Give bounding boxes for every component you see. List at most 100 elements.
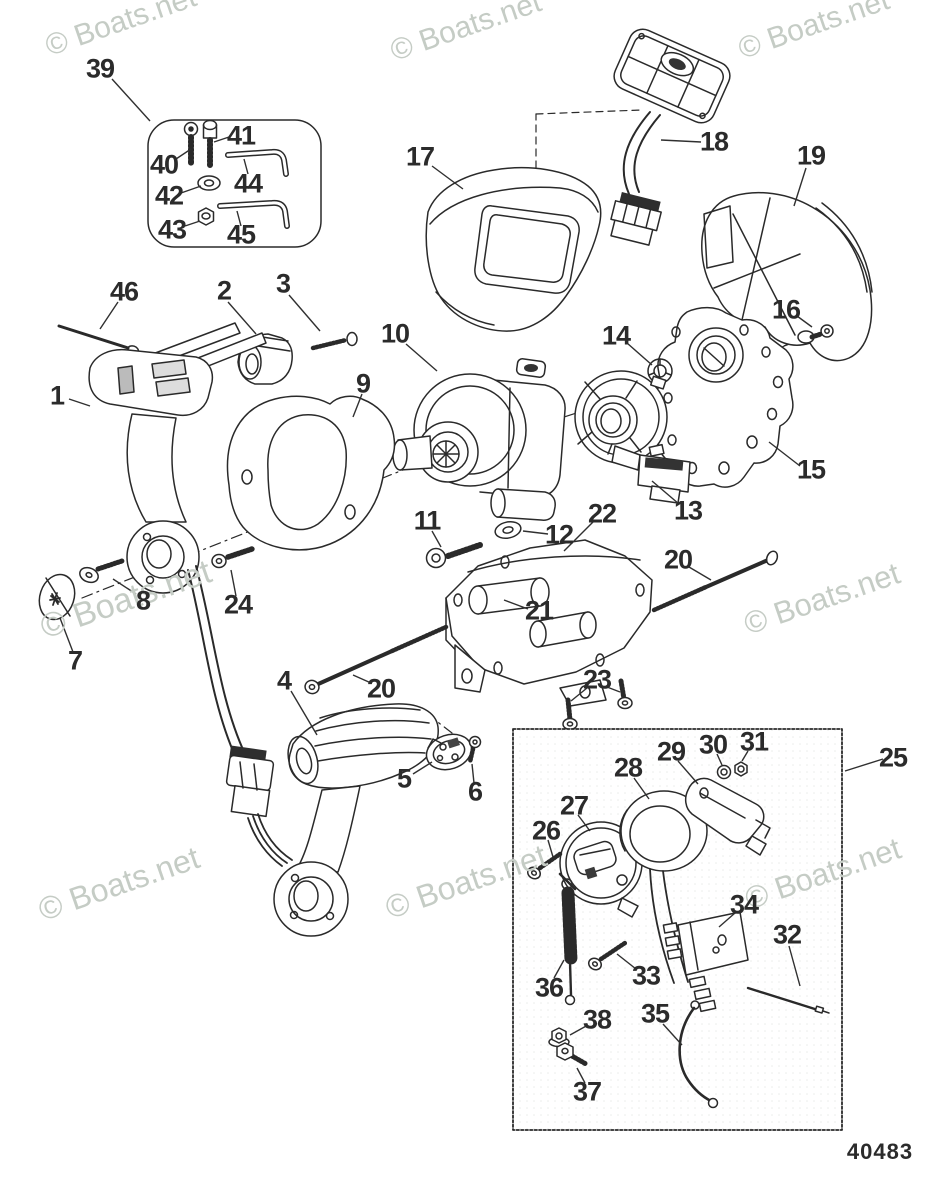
- callout-23: 23: [582, 664, 612, 695]
- base-bracket-part22: [446, 540, 652, 706]
- callout-15: 15: [796, 454, 826, 485]
- callout-46: 46: [109, 276, 139, 307]
- callout-24: 24: [223, 589, 253, 620]
- leader-line-3: [288, 294, 321, 332]
- callout-12: 12: [544, 519, 574, 550]
- leader-line-11: [431, 530, 442, 548]
- callout-28: 28: [613, 752, 643, 783]
- callout-32: 32: [772, 919, 802, 950]
- callout-42: 42: [154, 180, 184, 211]
- lanyard-wire-part35: [680, 1001, 718, 1108]
- terminal-bracket-part34: [663, 912, 748, 1011]
- leader-line-34: [718, 912, 736, 928]
- leader-line-5: [412, 761, 433, 775]
- leader-line-10: [405, 343, 438, 372]
- callout-2: 2: [216, 275, 232, 306]
- callout-31: 31: [739, 726, 769, 757]
- callout-13: 13: [673, 495, 703, 526]
- callout-14: 14: [601, 320, 631, 351]
- keypad-connector: [607, 192, 663, 246]
- leader-line-21: [503, 599, 529, 610]
- leader-line-24: [230, 569, 237, 597]
- leader-line-39: [111, 78, 151, 122]
- leader-line-16: [796, 315, 813, 328]
- callout-39: 39: [85, 53, 115, 84]
- callout-43: 43: [157, 214, 187, 245]
- callout-30: 30: [698, 729, 728, 760]
- washer-part12: [494, 519, 523, 540]
- callout-7: 7: [67, 645, 83, 676]
- callout-29: 29: [656, 736, 686, 767]
- callout-18: 18: [699, 126, 729, 157]
- kit-washer-42: [198, 176, 220, 190]
- callout-26: 26: [531, 815, 561, 846]
- gear-mechanism-part10: [393, 358, 565, 520]
- bolt-part37: [557, 1043, 586, 1064]
- callout-20: 20: [663, 544, 693, 575]
- leader-line-22: [563, 521, 594, 552]
- bolt-part11: [427, 545, 481, 568]
- leader-line-33: [616, 953, 637, 970]
- leader-line-17: [431, 165, 464, 190]
- bolts-part23: [563, 681, 632, 730]
- leader-line-23: [606, 686, 621, 693]
- spring-part36: [562, 879, 575, 1005]
- leader-line-4: [290, 690, 318, 736]
- leader-line-40: [175, 148, 192, 160]
- kit-nut-43: [199, 208, 214, 225]
- leader-line-45: [236, 210, 242, 227]
- callout-33: 33: [631, 960, 661, 991]
- leader-line-42: [180, 185, 202, 194]
- leader-line-41: [213, 136, 230, 143]
- callout-19: 19: [796, 140, 826, 171]
- callout-40: 40: [149, 149, 179, 180]
- screw-part33: [587, 943, 625, 972]
- leader-line-29: [677, 760, 699, 785]
- callout-34: 34: [729, 889, 759, 920]
- callout-3: 3: [275, 268, 291, 299]
- leader-line-15: [768, 441, 801, 467]
- leader-line-8: [112, 578, 137, 595]
- callout-6: 6: [467, 776, 483, 807]
- mount-plate-part15: [653, 308, 793, 487]
- spacers-part21: [469, 578, 596, 647]
- leader-line-26: [547, 839, 554, 858]
- callout-20: 20: [366, 673, 396, 704]
- leader-line-2: [227, 301, 257, 335]
- leader-line-23: [570, 687, 588, 702]
- control-handle-part1: [89, 323, 274, 816]
- leader-line-12: [522, 530, 549, 535]
- callout-21: 21: [524, 595, 554, 626]
- screw-part8: [78, 561, 122, 585]
- kit-screw-41: [204, 121, 217, 166]
- leader-line-30: [716, 753, 723, 766]
- hardware-kit-box: [148, 120, 321, 247]
- leader-line-14: [626, 342, 653, 366]
- decal-part7: [34, 570, 81, 624]
- leader-line-43: [184, 220, 201, 227]
- leader-line-1: [68, 398, 91, 407]
- leader-line-25: [844, 758, 884, 772]
- stud-part20-left: [303, 627, 446, 696]
- leader-line-31: [741, 750, 749, 762]
- leader-line-35: [662, 1023, 683, 1046]
- leader-line-37: [576, 1067, 586, 1084]
- callout-5: 5: [396, 763, 412, 794]
- leader-line-9: [352, 393, 363, 418]
- callout-16: 16: [771, 294, 801, 325]
- screw-part3: [313, 333, 357, 349]
- leader-line-13: [651, 480, 680, 505]
- callout-4: 4: [276, 665, 292, 696]
- leader-line-36: [553, 959, 565, 979]
- stud-part20-right: [654, 550, 779, 610]
- leader-line-6: [471, 763, 475, 784]
- harness-connector: [226, 745, 274, 817]
- callout-10: 10: [380, 318, 410, 349]
- leader-line-46: [99, 301, 119, 330]
- callout-1: 1: [49, 380, 65, 411]
- callout-38: 38: [582, 1004, 612, 1035]
- kit-screw-40: [185, 123, 198, 165]
- screw-part16: [812, 325, 833, 337]
